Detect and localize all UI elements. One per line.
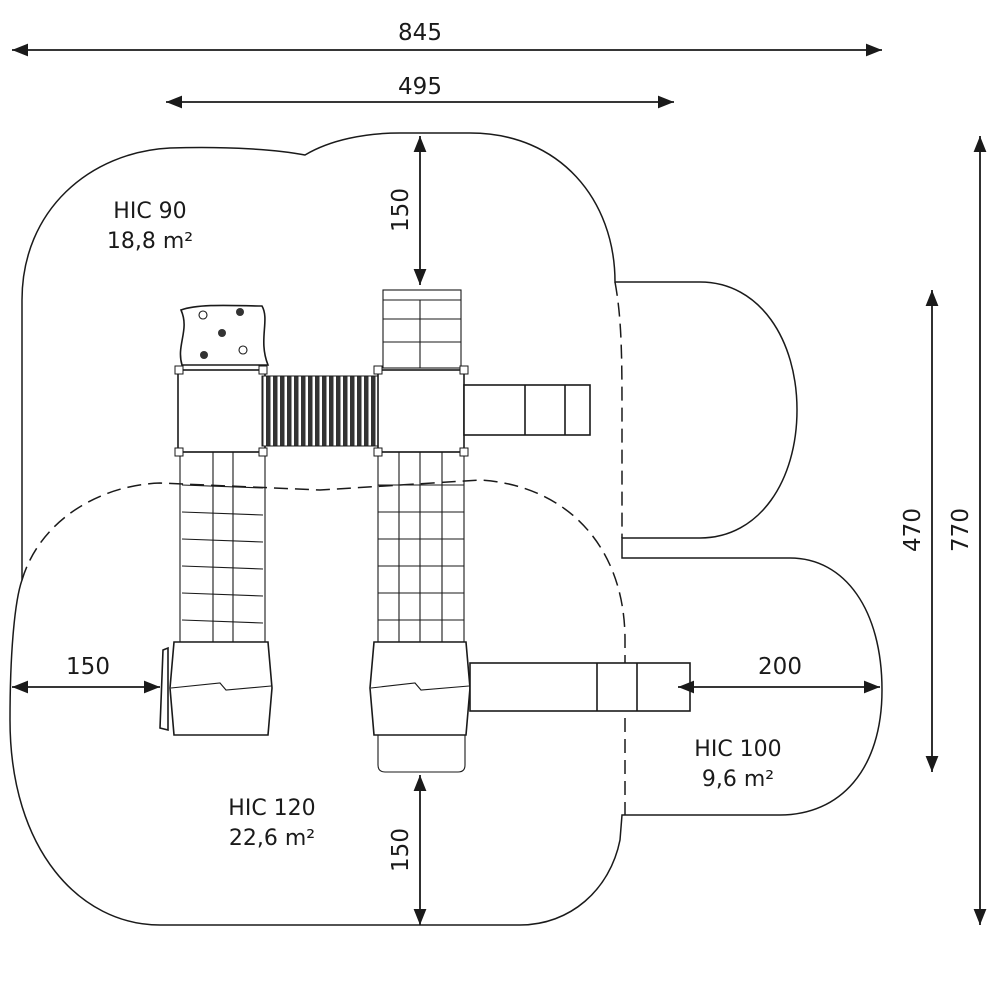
posts (174, 365, 469, 457)
ladder-rung (181, 565, 264, 570)
dim-right-clearance: 200 (758, 654, 802, 680)
ladder-rung (181, 511, 264, 516)
left-ladder (179, 451, 266, 643)
dim-top-clearance: 150 (388, 188, 414, 232)
play-structure (159, 289, 691, 773)
zone-hic-100-label: HIC 100 (694, 737, 781, 762)
dimension-lines (11, 43, 987, 925)
climbing-net-ladder (382, 289, 462, 369)
cargo-frame (377, 735, 466, 773)
zone-hic-120-area: 22,6 m² (229, 826, 315, 851)
ladder-rung (181, 484, 264, 489)
lower-slide (469, 662, 691, 712)
hic-120-zone-dashed-outline (21, 479, 626, 815)
ladder-rung (181, 619, 264, 624)
dim-left-clearance: 150 (66, 654, 110, 680)
ladder-rung (181, 592, 264, 597)
upper-slide (463, 384, 591, 436)
zone-hic-90-area: 18,8 m² (107, 229, 193, 254)
dim-total-width: 845 (398, 20, 442, 46)
right-bottom-platform (369, 641, 471, 736)
dim-bottom-clearance: 150 (388, 828, 414, 872)
climbing-net (377, 451, 465, 643)
hic-90-zone-dashed-outline (614, 281, 623, 538)
zone-hic-120-label: HIC 120 (228, 796, 315, 821)
tunnel (261, 375, 381, 447)
left-bottom-platform (159, 641, 273, 736)
safety-zone-outline (9, 132, 883, 926)
zone-hic-90-label: HIC 90 (113, 199, 186, 224)
dim-total-depth: 770 (948, 508, 974, 552)
zone-hic-100-area: 9,6 m² (702, 767, 774, 792)
left-deck (177, 369, 266, 453)
dim-equipment-depth: 470 (900, 508, 926, 552)
right-deck (377, 369, 465, 453)
dim-equipment-width: 495 (398, 74, 442, 100)
ladder-rung (181, 538, 264, 543)
